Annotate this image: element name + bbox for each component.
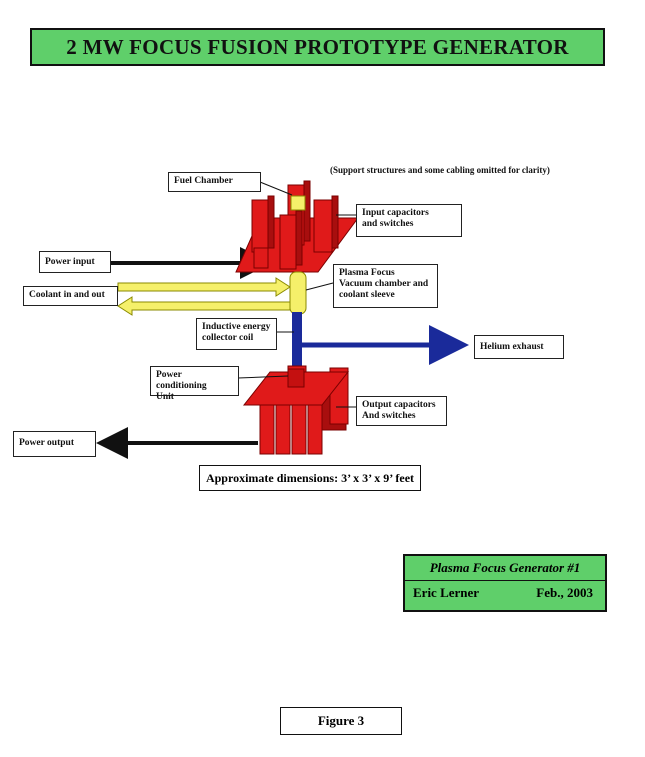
author-name: Eric Lerner <box>413 585 480 600</box>
coolant-label: Coolant in and out <box>23 286 118 306</box>
power-conditioning-label: Power conditioning Unit <box>150 366 239 402</box>
clarity-note: (Support structures and some cabling omi… <box>330 165 550 175</box>
output-platform <box>242 371 350 406</box>
power-output-label: Power output <box>13 431 96 457</box>
coolant-arrows <box>117 277 291 316</box>
fuel-chamber <box>290 195 306 211</box>
power-input-label: Power input <box>39 251 111 273</box>
inductive-coil-label: Inductive energy collector coil <box>196 318 277 350</box>
output-capacitors-label: Output capacitors And switches <box>356 396 447 426</box>
generator-info-title: Plasma Focus Generator #1 <box>405 556 605 581</box>
page-title: 2 MW FOCUS FUSION PROTOTYPE GENERATOR <box>30 28 605 66</box>
helium-exhaust-label: Helium exhaust <box>474 335 564 359</box>
leader-lines <box>237 181 356 408</box>
dimensions-box: Approximate dimensions: 3’ x 3’ x 9’ fee… <box>199 465 421 491</box>
input-capacitors-label: Input capacitors and switches <box>356 204 462 237</box>
collector-coil <box>292 312 302 366</box>
generator-info-box: Plasma Focus Generator #1 Eric Lerner Fe… <box>403 554 607 612</box>
fuel-chamber-label: Fuel Chamber <box>168 172 261 192</box>
plasma-focus-label: Plasma Focus Vacuum chamber and coolant … <box>333 264 438 308</box>
vacuum-chamber <box>289 271 307 315</box>
info-date: Feb., 2003 <box>536 585 593 600</box>
figure-caption: Figure 3 <box>280 707 402 735</box>
